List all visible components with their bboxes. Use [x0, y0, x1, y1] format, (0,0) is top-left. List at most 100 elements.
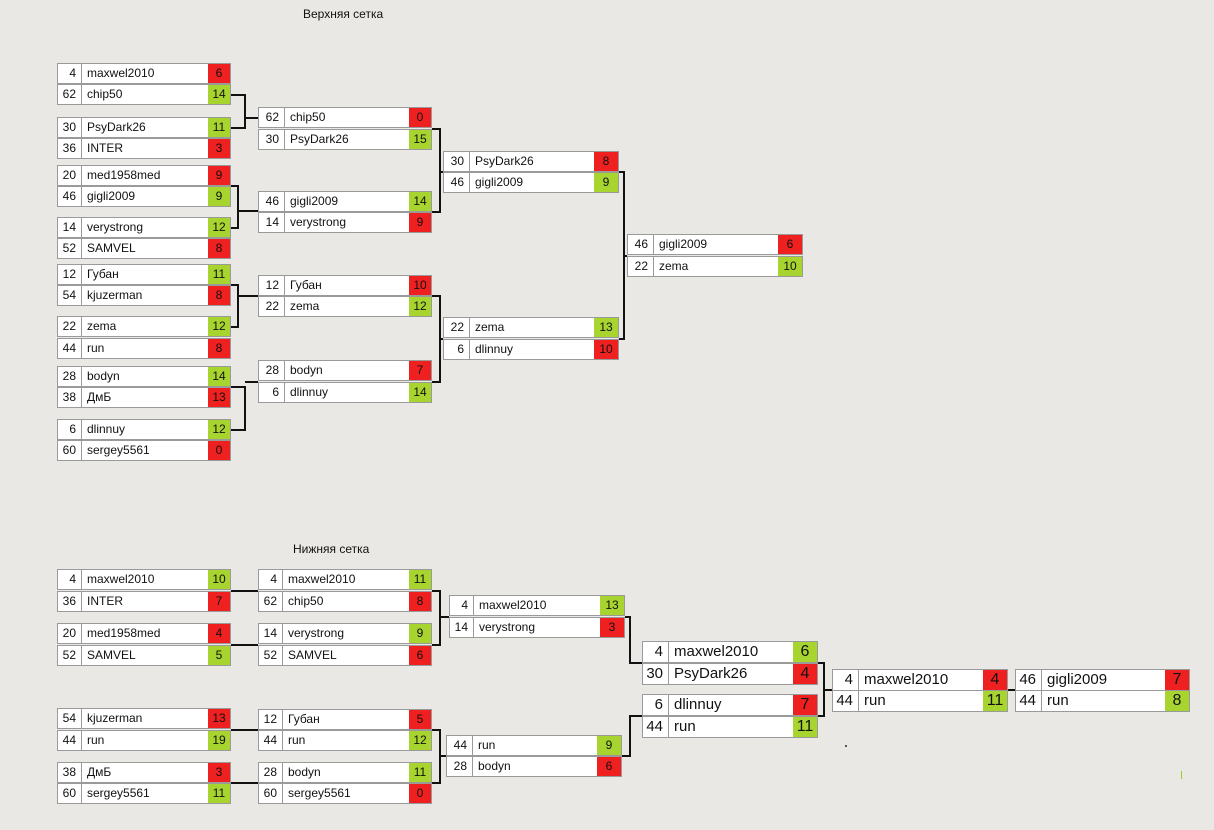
winner-score: 11 [208, 118, 230, 137]
player-seed: 22 [58, 317, 82, 336]
player-name: PsyDark26 [87, 120, 146, 134]
player-seed: 52 [259, 646, 283, 665]
player-seed: 46 [628, 235, 654, 254]
player-row[interactable]: 12 Губан 11 [57, 264, 231, 285]
player-row[interactable]: 46 gigli2009 14 [258, 191, 432, 212]
loser-score: 13 [208, 709, 230, 728]
winner-score: 12 [208, 420, 230, 439]
connector-line [432, 590, 441, 646]
player-name: Губан [87, 267, 119, 281]
player-seed: 14 [450, 618, 474, 637]
player-seed: 46 [259, 192, 285, 211]
player-name: gigli2009 [290, 194, 339, 208]
player-name: maxwel2010 [288, 572, 356, 586]
player-seed: 44 [1016, 691, 1042, 711]
player-seed: 38 [58, 388, 82, 407]
connector-line [432, 128, 441, 213]
player-name: verystrong [290, 215, 347, 229]
player-seed: 44 [259, 731, 283, 750]
winner-score: 11 [983, 691, 1007, 711]
winner-score: 11 [208, 265, 230, 284]
player-seed: 28 [447, 757, 473, 776]
player-name: sergey5561 [87, 786, 150, 800]
player-name: ДмБ [87, 765, 112, 779]
player-name: SAMVEL [87, 241, 136, 255]
loser-score: 4 [983, 670, 1007, 690]
winner-score: 11 [208, 784, 230, 803]
winner-score: 5 [208, 646, 230, 665]
player-name: bodyn [87, 369, 120, 383]
player-seed: 28 [259, 763, 283, 782]
loser-score: 9 [409, 213, 431, 232]
loser-score: 7 [409, 361, 431, 380]
winner-score: 19 [208, 731, 230, 750]
loser-score: 8 [208, 286, 230, 305]
player-seed: 12 [58, 265, 82, 284]
player-name: verystrong [288, 626, 345, 640]
upper-bracket-title: Верхняя сетка [303, 7, 384, 21]
player-name: verystrong [479, 620, 536, 634]
winner-score: 14 [409, 192, 431, 211]
player-name: zema [290, 299, 320, 313]
player-name: zema [475, 320, 505, 334]
player-seed: 62 [259, 108, 285, 127]
player-name: run [674, 718, 696, 735]
